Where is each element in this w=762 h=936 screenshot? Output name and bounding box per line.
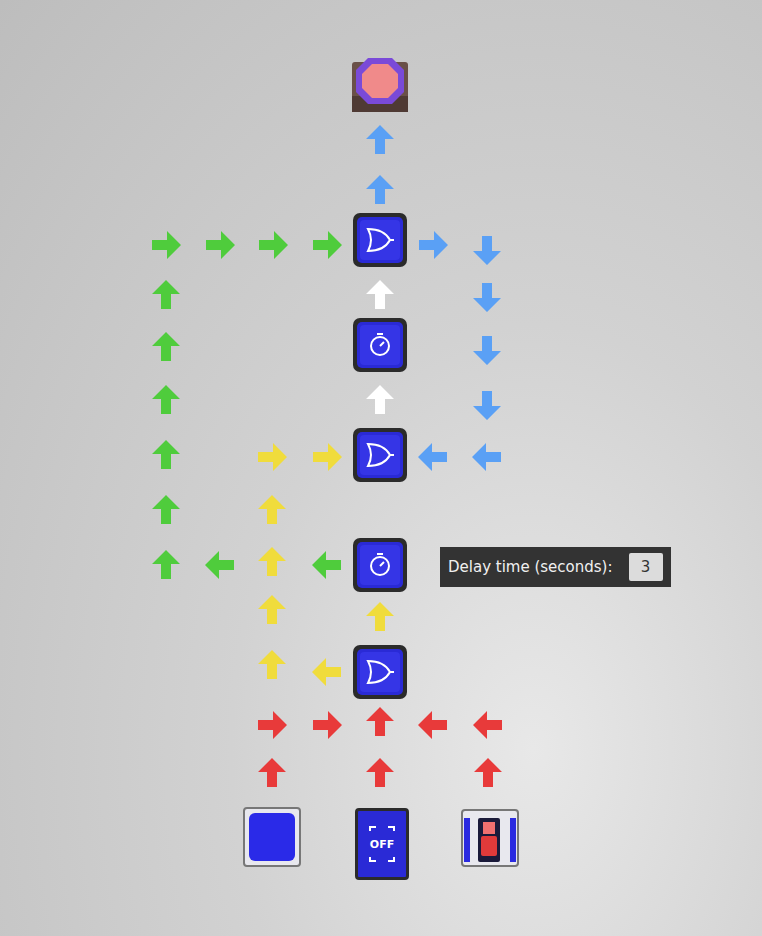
push-button — [244, 808, 300, 866]
signal-arrow — [258, 443, 287, 471]
signal-arrow — [313, 711, 342, 739]
tooltip-panel: Delay time (seconds): 3 — [440, 547, 671, 587]
timer — [353, 538, 407, 592]
signal-arrow — [473, 711, 502, 739]
signal-arrow — [152, 280, 180, 309]
signal-arrow — [472, 443, 501, 471]
node-text: OFF — [370, 838, 394, 851]
switch-block: OFF — [355, 808, 409, 880]
signal-arrow — [366, 707, 394, 736]
signal-arrow — [258, 758, 286, 787]
signal-arrow — [366, 758, 394, 787]
signal-arrow — [152, 495, 180, 524]
or-gate — [353, 645, 407, 699]
signal-arrow — [258, 595, 286, 624]
value-field: 3 — [629, 553, 663, 581]
signal-arrow — [418, 711, 447, 739]
lamp — [352, 58, 408, 112]
signal-arrow — [366, 385, 394, 414]
signal-arrow — [258, 547, 286, 576]
signal-arrow — [366, 125, 394, 154]
signal-arrow — [258, 711, 287, 739]
signal-arrow — [312, 658, 341, 686]
lever-switch — [462, 810, 518, 866]
signal-arrow — [366, 602, 394, 631]
or-gate — [353, 213, 407, 267]
signal-arrow — [313, 231, 342, 259]
signal-arrow — [366, 280, 394, 309]
signal-arrow — [312, 551, 341, 579]
signal-arrow — [152, 550, 180, 579]
signal-arrows — [152, 125, 502, 787]
signal-arrow — [418, 443, 447, 471]
timer — [353, 318, 407, 372]
signal-arrow — [366, 175, 394, 204]
signal-arrow — [152, 385, 180, 414]
signal-arrow — [473, 336, 501, 365]
signal-arrow — [205, 551, 234, 579]
node-text: Delay time (seconds): — [448, 558, 613, 576]
signal-arrow — [152, 440, 180, 469]
node-text: 3 — [641, 558, 651, 576]
or-gate — [353, 428, 407, 482]
signal-arrow — [258, 650, 286, 679]
signal-arrow — [419, 231, 448, 259]
signal-arrow — [152, 231, 181, 259]
signal-arrow — [474, 758, 502, 787]
signal-arrow — [206, 231, 235, 259]
signal-arrow — [313, 443, 342, 471]
signal-arrow — [152, 332, 180, 361]
signal-arrow — [473, 236, 501, 265]
signal-arrow — [473, 283, 501, 312]
signal-arrow — [258, 495, 286, 524]
signal-arrow — [473, 391, 501, 420]
signal-arrow — [259, 231, 288, 259]
